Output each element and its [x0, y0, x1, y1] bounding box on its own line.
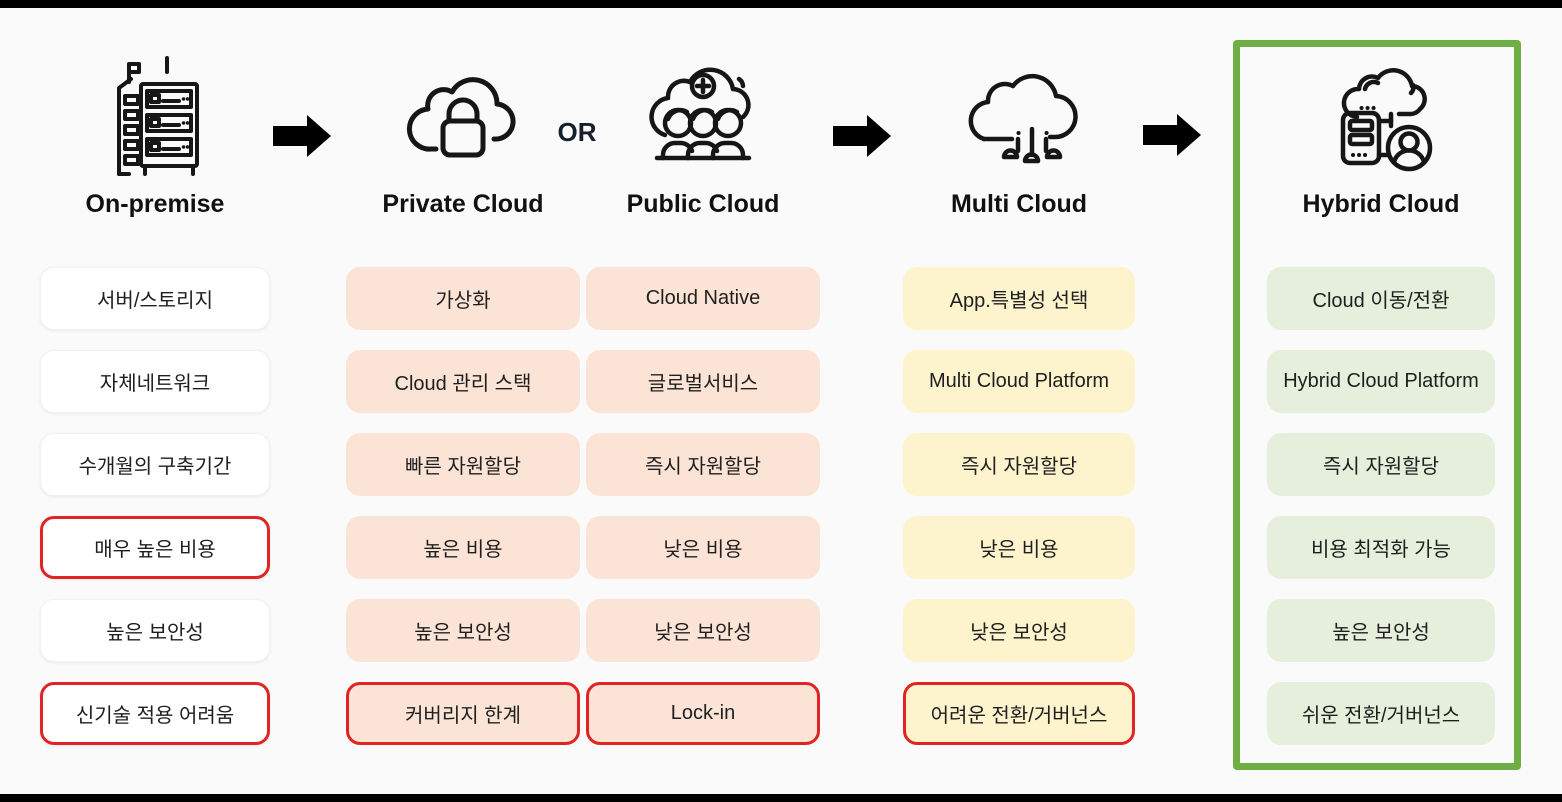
arrow-right-icon	[273, 113, 331, 159]
feature-box-label: 글로벌서비스	[647, 373, 759, 395]
feature-box-negative: 커버리지 한계	[346, 682, 580, 745]
feature-box-label: 즉시 자원할당	[961, 456, 1077, 478]
feature-box-label: 수개월의 구축기간	[78, 456, 232, 478]
column-title: On-premise	[85, 190, 225, 218]
feature-box: 낮은 보안성	[903, 599, 1135, 662]
feature-box: 빠른 자원할당	[346, 433, 580, 496]
cloud-lock-icon	[346, 50, 580, 184]
feature-box: 즉시 자원할당	[1267, 433, 1495, 496]
feature-box-label: 낮은 보안성	[654, 622, 752, 644]
cloud-network-icon	[903, 50, 1135, 184]
feature-box: 수개월의 구축기간	[40, 433, 270, 496]
feature-box-label: 매우 높은 비용	[94, 539, 216, 561]
feature-box: 높은 보안성	[1267, 599, 1495, 662]
feature-box-list: Cloud 이동/전환 Hybrid Cloud Platform 즉시 자원할…	[1267, 267, 1495, 745]
feature-box: Cloud 관리 스택	[346, 350, 580, 413]
feature-box: 가상화	[346, 267, 580, 330]
server-building-icon	[40, 50, 270, 184]
feature-box-label: Hybrid Cloud Platform	[1283, 370, 1479, 392]
feature-box: Hybrid Cloud Platform	[1267, 350, 1495, 413]
feature-box-list: 가상화 Cloud 관리 스택 빠른 자원할당 높은 비용 높은 보안성 커버리…	[346, 267, 580, 745]
cloud-server-user-icon	[1267, 50, 1495, 184]
bottom-border-bar	[0, 794, 1562, 802]
feature-box-label: 낮은 비용	[979, 539, 1059, 561]
feature-box-label: 비용 최적화 가능	[1311, 539, 1451, 561]
arrow-right-icon	[1143, 112, 1201, 158]
feature-box: 낮은 비용	[903, 516, 1135, 579]
feature-box: App.특별성 선택	[903, 267, 1135, 330]
feature-box-label: 즉시 자원할당	[645, 456, 761, 478]
column-public-cloud: Public Cloud Cloud Native 글로벌서비스 즉시 자원할당…	[586, 0, 820, 802]
feature-box: 낮은 비용	[586, 516, 820, 579]
feature-box-negative: 매우 높은 비용	[40, 516, 270, 579]
feature-box-label: Cloud 관리 스택	[394, 373, 532, 395]
feature-box-label: 어려운 전환/거버넌스	[930, 705, 1108, 727]
feature-box-list: App.특별성 선택 Multi Cloud Platform 즉시 자원할당 …	[903, 267, 1135, 745]
hybrid-highlight-frame	[1233, 40, 1521, 770]
feature-box: 자체네트워크	[40, 350, 270, 413]
feature-box-label: 쉬운 전환/거버넌스	[1301, 705, 1461, 727]
feature-box-negative: Lock-in	[586, 682, 820, 745]
feature-box-label: Cloud 이동/전환	[1312, 290, 1450, 312]
feature-box: Cloud Native	[586, 267, 820, 330]
column-title: Hybrid Cloud	[1302, 190, 1460, 218]
feature-box: 높은 보안성	[40, 599, 270, 662]
feature-box-label: 빠른 자원할당	[405, 456, 521, 478]
feature-box-label: 높은 보안성	[414, 622, 512, 644]
feature-box: 서버/스토리지	[40, 267, 270, 330]
feature-box-list: Cloud Native 글로벌서비스 즉시 자원할당 낮은 비용 낮은 보안성…	[586, 267, 820, 745]
feature-box: 비용 최적화 가능	[1267, 516, 1495, 579]
feature-box-label: 가상화	[435, 290, 491, 312]
column-title: Multi Cloud	[950, 190, 1088, 218]
feature-box-negative: 어려운 전환/거버넌스	[903, 682, 1135, 745]
cloud-users-icon	[586, 50, 820, 184]
or-label: OR	[557, 117, 597, 147]
feature-box-list: 서버/스토리지 자체네트워크 수개월의 구축기간 매우 높은 비용 높은 보안성…	[40, 267, 270, 745]
feature-box-negative: 신기술 적용 어려움	[40, 682, 270, 745]
feature-box: 즉시 자원할당	[586, 433, 820, 496]
feature-box-label: 낮은 보안성	[970, 622, 1068, 644]
feature-box-label: 신기술 적용 어려움	[75, 705, 235, 727]
feature-box-label: 서버/스토리지	[97, 290, 213, 312]
feature-box-label: Cloud Native	[645, 287, 761, 309]
top-border-bar	[0, 0, 1562, 8]
column-hybrid-cloud: Hybrid Cloud Cloud 이동/전환 Hybrid Cloud Pl…	[1267, 0, 1495, 802]
feature-box-label: 즉시 자원할당	[1323, 456, 1439, 478]
feature-box-label: App.특별성 선택	[949, 290, 1089, 312]
arrow-right-icon	[833, 113, 891, 159]
feature-box: 낮은 보안성	[586, 599, 820, 662]
column-title: Private Cloud	[382, 190, 544, 218]
feature-box: 글로벌서비스	[586, 350, 820, 413]
feature-box: 높은 비용	[346, 516, 580, 579]
feature-box-label: 높은 보안성	[106, 622, 204, 644]
feature-box: Cloud 이동/전환	[1267, 267, 1495, 330]
feature-box: Multi Cloud Platform	[903, 350, 1135, 413]
column-private-cloud: Private Cloud 가상화 Cloud 관리 스택 빠른 자원할당 높은…	[346, 0, 580, 802]
column-on-premise: On-premise 서버/스토리지 자체네트워크 수개월의 구축기간 매우 높…	[40, 0, 270, 802]
feature-box-label: 낮은 비용	[663, 539, 743, 561]
feature-box-label: Lock-in	[670, 702, 736, 724]
feature-box: 즉시 자원할당	[903, 433, 1135, 496]
feature-box-label: 자체네트워크	[99, 373, 211, 395]
feature-box: 높은 보안성	[346, 599, 580, 662]
feature-box-label: Multi Cloud Platform	[928, 370, 1110, 392]
column-multi-cloud: Multi Cloud App.특별성 선택 Multi Cloud Platf…	[903, 0, 1135, 802]
feature-box-label: 커버리지 한계	[405, 705, 521, 727]
feature-box: 쉬운 전환/거버넌스	[1267, 682, 1495, 745]
column-title: Public Cloud	[626, 190, 780, 218]
feature-box-label: 높은 보안성	[1332, 622, 1430, 644]
feature-box-label: 높은 비용	[423, 539, 503, 561]
